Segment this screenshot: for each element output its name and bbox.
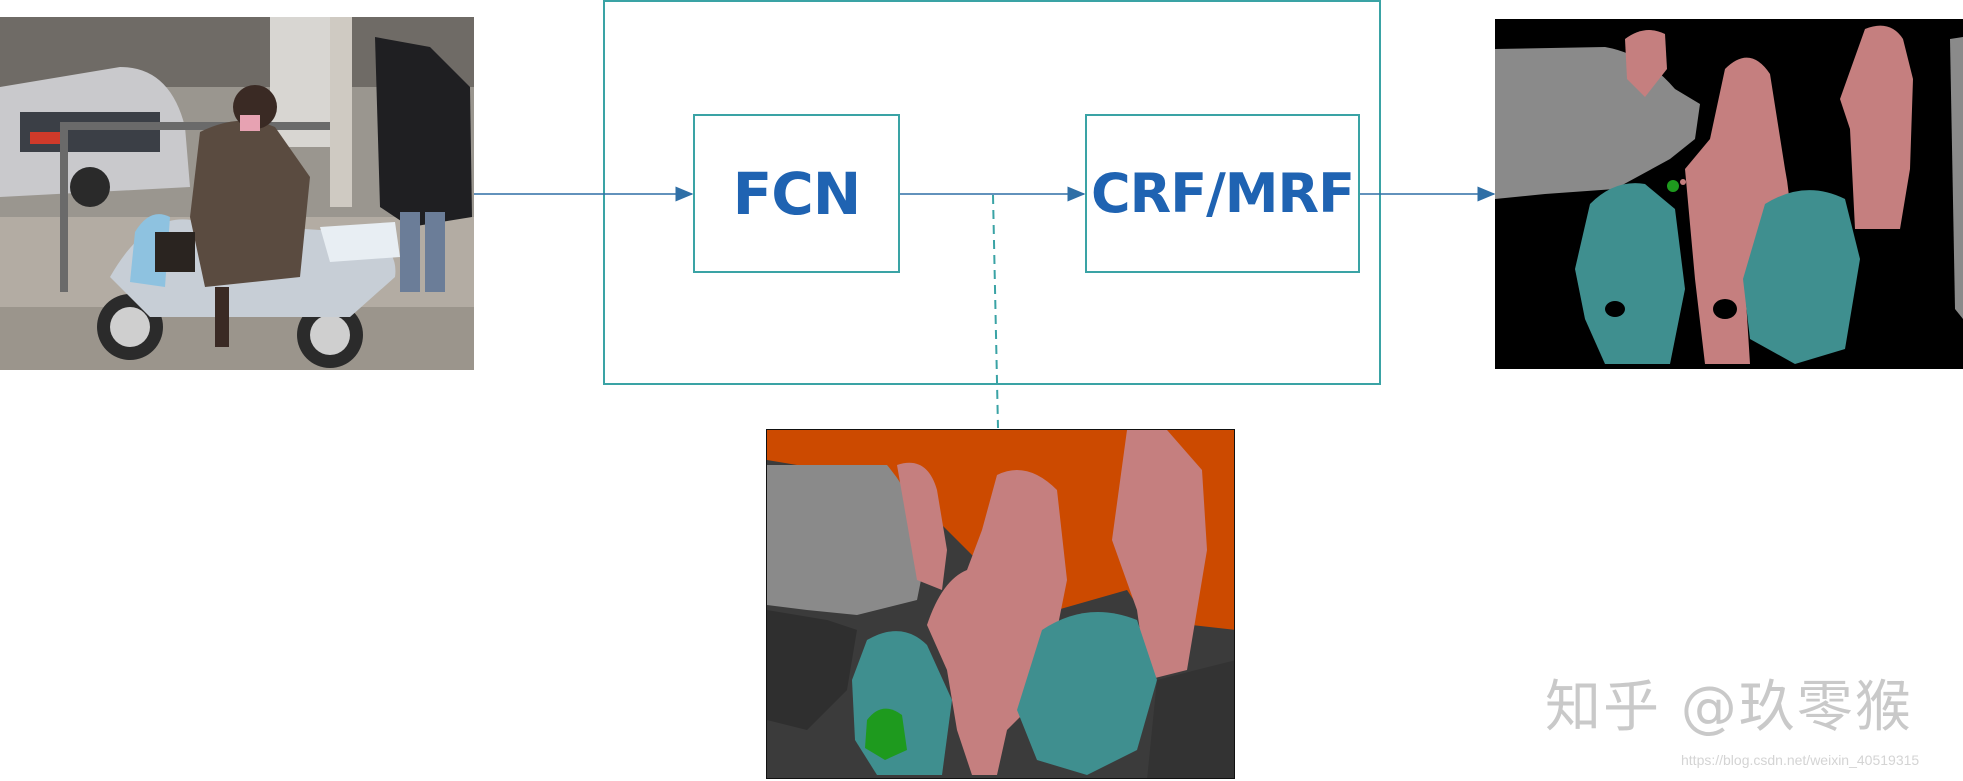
fcn-label: FCN [732,159,862,228]
crf-mrf-label: CRF/MRF [1090,162,1355,225]
pipeline-frame [603,0,1381,385]
crf-mrf-block: CRF/MRF [1085,114,1360,273]
input-photo [0,17,474,370]
dashed-connector-fcn-output [992,194,999,429]
crf-segmentation-output [1495,19,1963,369]
fcn-block: FCN [693,114,900,273]
fcn-segmentation-output [766,429,1235,779]
watermark-url: https://blog.csdn.net/weixin_40519315 [1681,752,1920,768]
watermark-text: 知乎 @玖零猴 [1545,675,1913,740]
